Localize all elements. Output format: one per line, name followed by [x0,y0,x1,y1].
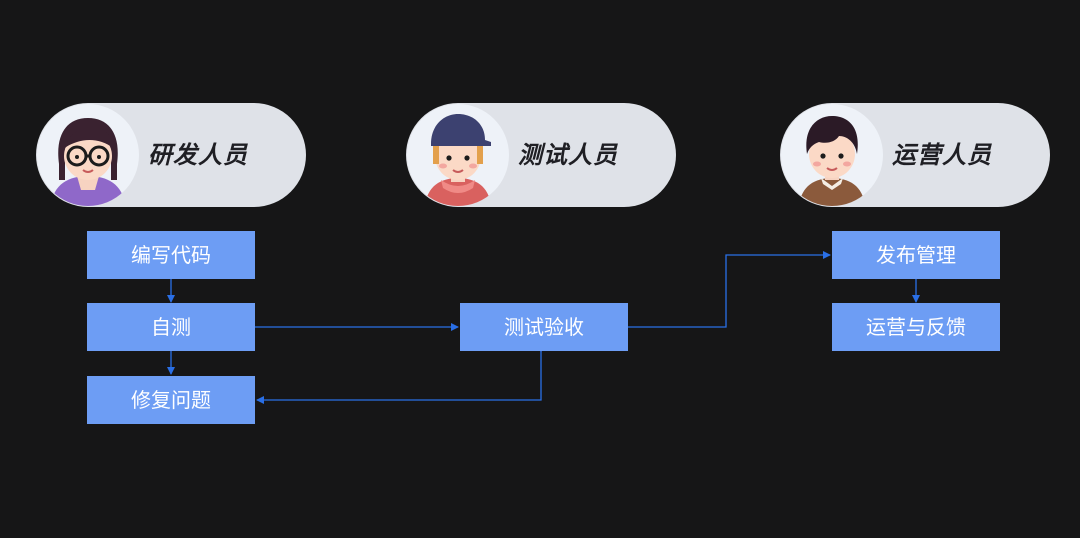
arrow-acceptance-to-fix [256,345,545,404]
operations-avatar-icon [781,104,883,206]
step-write-code: 编写代码 [87,231,255,279]
role-label-developer: 研发人员 [148,141,248,169]
step-fix-issues: 修复问题 [87,376,255,424]
role-card-tester: 测试人员 [406,103,676,207]
role-card-developer: 研发人员 [36,103,306,207]
step-release-management: 发布管理 [832,231,1000,279]
role-card-operations: 运营人员 [780,103,1050,207]
developer-avatar-icon [37,104,139,206]
step-self-test: 自测 [87,303,255,351]
tester-avatar-icon [407,104,509,206]
step-operations-feedback: 运营与反馈 [832,303,1000,351]
step-test-acceptance: 测试验收 [460,303,628,351]
arrow-acceptance-to-release [628,251,831,328]
role-label-operations: 运营人员 [892,141,992,169]
role-label-tester: 测试人员 [518,141,618,169]
